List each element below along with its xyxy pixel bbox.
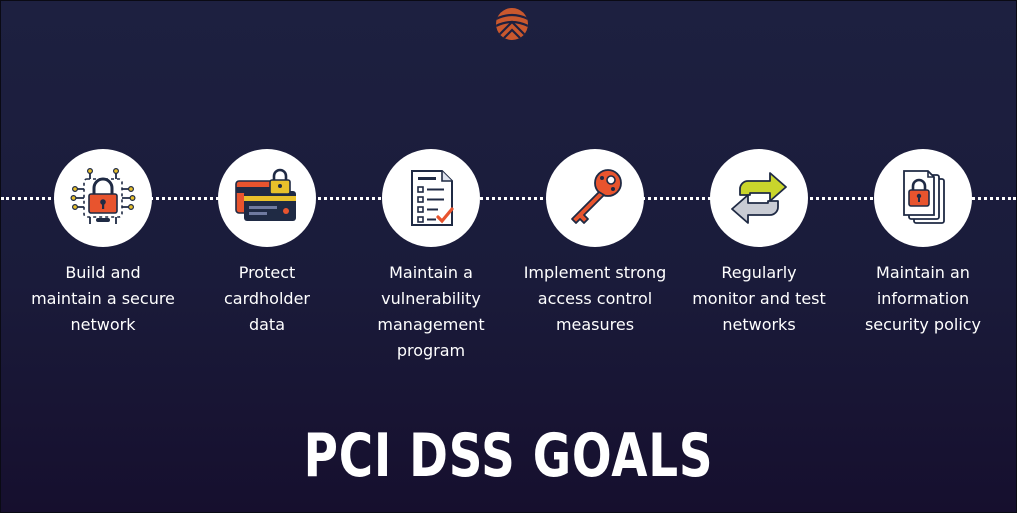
goal-label: Protect cardholder data — [223, 263, 310, 334]
checklist-document-icon — [411, 170, 454, 226]
goal-icon-circle — [54, 149, 152, 247]
brand-logo-icon — [496, 8, 528, 40]
page-title: PCI DSS GOALS — [303, 421, 714, 491]
goal-label: Implement strong access control measures — [523, 263, 667, 334]
goal-icon-circle — [546, 149, 644, 247]
key-icon — [571, 169, 622, 224]
goal-icon-circle — [218, 149, 316, 247]
goal-icon-circle — [874, 149, 972, 247]
network-lock-icon — [70, 167, 136, 224]
refresh-cycle-icon — [731, 172, 787, 224]
goal-label: Maintain an information security policy — [864, 263, 982, 334]
timeline-dotted-line — [1, 197, 1016, 200]
goal-icon-circle — [382, 149, 480, 247]
goal-label: Maintain a vulnerability management prog… — [377, 263, 485, 360]
goal-label: Regularly monitor and test networks — [692, 263, 826, 334]
goal-label: Build and maintain a secure network — [31, 263, 175, 334]
locked-documents-icon — [903, 170, 945, 224]
credit-card-lock-icon — [235, 168, 296, 221]
goal-icon-circle — [710, 149, 808, 247]
